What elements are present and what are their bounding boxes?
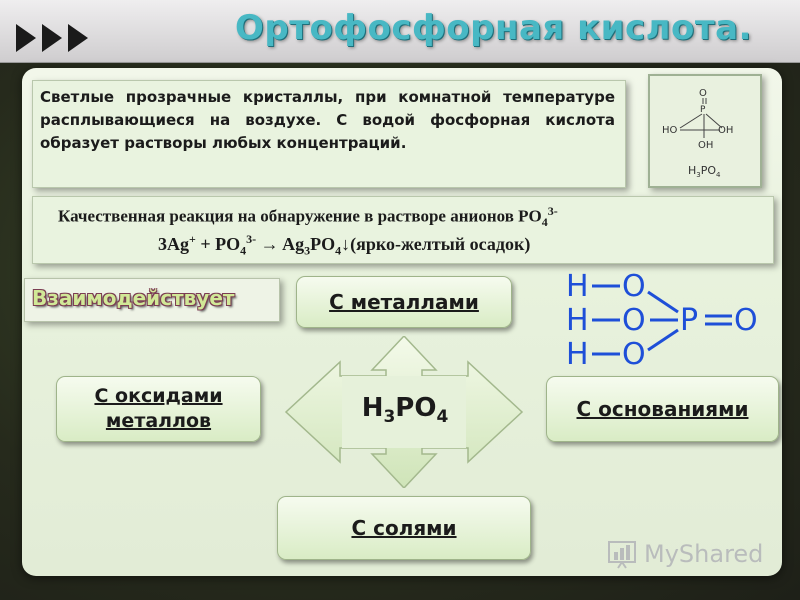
metals-label: С металлами	[329, 290, 479, 314]
myshared-logo-icon	[608, 541, 636, 569]
description-box	[32, 80, 626, 188]
metals-box: С металлами	[296, 276, 512, 328]
reaction-description: Качественная реакция на обнаружение в ра…	[58, 204, 558, 230]
bases-label: С основаниями	[576, 397, 749, 421]
bottom-group: OH	[698, 140, 713, 151]
svg-text:O: O	[622, 337, 646, 368]
play-arrows-icon	[16, 24, 88, 52]
oxides-label-line1: С оксидами	[94, 385, 223, 407]
reaction-box	[32, 196, 774, 264]
oxides-label-line2: металлов	[105, 410, 212, 432]
reaction-equation: 3Ag+ + PO43- → Ag3PO4↓(ярко-желтый осадо…	[158, 232, 531, 258]
bases-box: С основаниями	[546, 376, 779, 442]
interacts-label: Взаимодействует	[32, 286, 235, 310]
salts-box: С солями	[277, 496, 531, 560]
atom-o-top: O	[699, 88, 707, 99]
four-way-arrow-icon	[284, 336, 524, 488]
svg-text:H: H	[566, 269, 589, 304]
svg-text:P: P	[680, 303, 698, 338]
svg-text:H: H	[566, 337, 589, 368]
page-title: Ортофосфорная кислота.	[235, 8, 752, 48]
precipitate-arrow-icon: ↓	[341, 234, 351, 254]
svg-text:O: O	[734, 303, 758, 338]
phosphoric-acid-structure: H O H O P O H O	[566, 269, 758, 368]
header-bar	[0, 0, 800, 63]
salts-label: С солями	[351, 516, 457, 540]
svg-text:O: O	[622, 303, 646, 338]
center-formula: H3PO4	[361, 393, 449, 428]
svg-text:O: O	[622, 269, 646, 304]
left-group: HO	[662, 125, 678, 136]
atom-p: P	[700, 105, 706, 115]
watermark-text: MyShared	[644, 540, 764, 568]
watermark: MyShared	[608, 536, 763, 572]
interacts-label-box	[24, 278, 280, 322]
svg-text:H3PO4: H3PO4	[688, 164, 721, 179]
right-group: OH	[718, 125, 733, 136]
small-structure-diagram: O P HO OH OH H3PO4	[662, 88, 733, 179]
description-text: Светлые прозрачные кристаллы, при комнат…	[40, 88, 615, 152]
small-structure-box: O P HO OH OH H3PO4	[648, 74, 762, 188]
oxides-box: С оксидами металлов	[56, 376, 261, 442]
svg-text:H: H	[566, 303, 589, 338]
